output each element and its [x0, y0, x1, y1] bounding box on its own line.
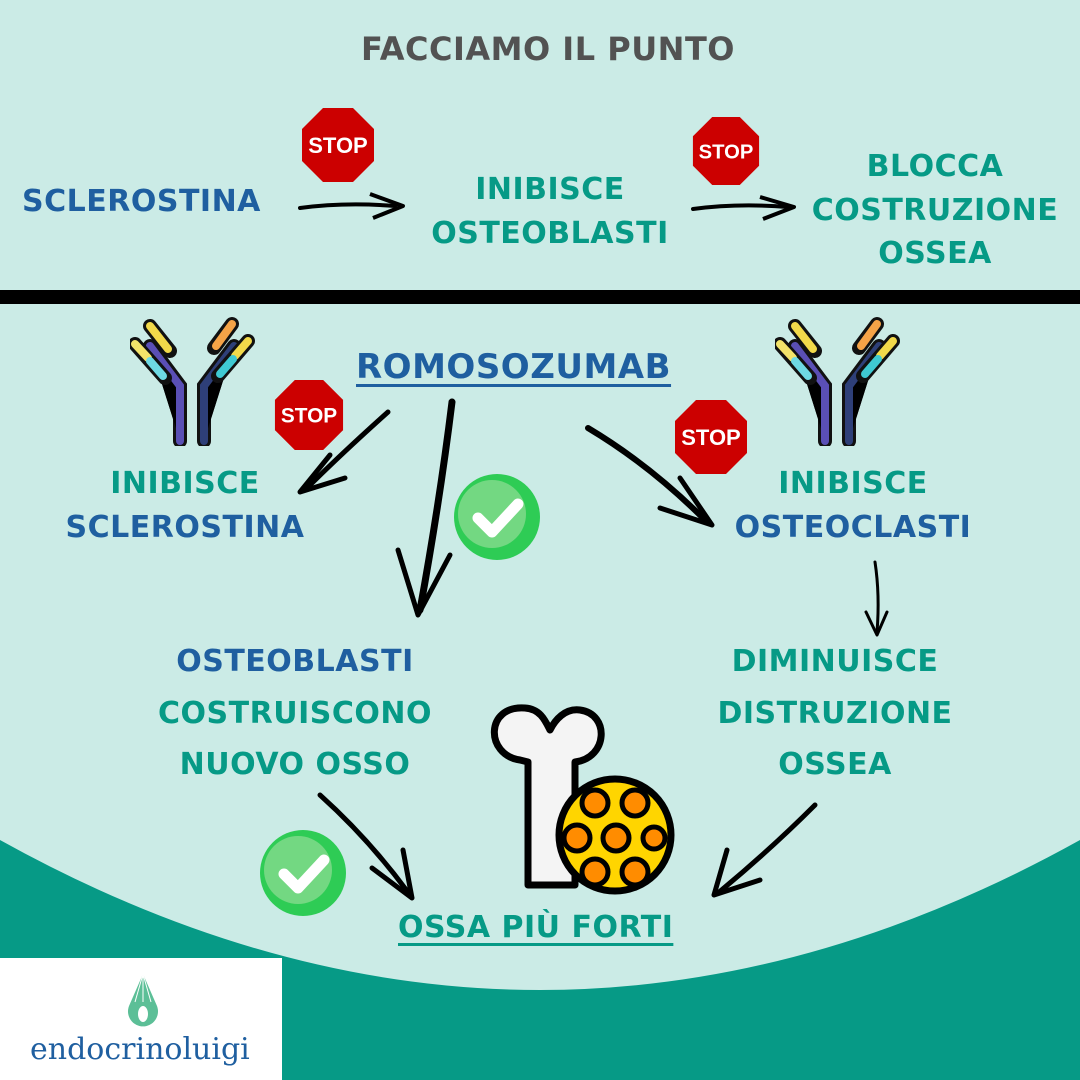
flow-step-blocca-costruzione: BLOCCA COSTRUZIONE OSSEA — [800, 145, 1070, 276]
branch-inibisce-sclerostina: INIBISCE SCLEROSTINA — [40, 462, 330, 549]
arrow-icon — [691, 195, 796, 221]
check-icon — [454, 474, 540, 560]
drug-name: ROMOSOZUMAB — [356, 347, 672, 387]
arrow-icon — [298, 192, 405, 220]
branch-inibisce-osteoclasti: INIBISCE OSTEOCLASTI — [708, 462, 998, 549]
svg-text:STOP: STOP — [681, 425, 741, 450]
drop-logo-icon — [128, 973, 158, 1027]
logo-text: endocrinoluigi — [30, 1032, 250, 1067]
bone-icon — [490, 704, 675, 895]
text-line: COSTRUISCONO — [158, 695, 432, 731]
stop-sign-icon: STOP — [302, 108, 374, 182]
stop-sign-icon: STOP — [274, 380, 344, 450]
antibody-icon — [775, 317, 900, 446]
text-line: INIBISCE — [778, 466, 928, 501]
divider-line — [0, 290, 1080, 304]
text-line: OSTEOBLASTI — [431, 215, 669, 251]
text-line: OSTEOBLASTI — [176, 644, 414, 679]
antibody-icon — [130, 317, 255, 446]
text-line: COSTRUZIONE — [811, 192, 1059, 228]
stop-sign-icon: STOP — [674, 400, 748, 474]
flow-step-inibisce-osteoblasti: INIBISCE OSTEOBLASTI — [420, 168, 680, 255]
result-osteoblasti: OSTEOBLASTI COSTRUISCONO NUOVO OSSO — [120, 636, 470, 791]
logo-box: endocrinoluigi — [0, 958, 282, 1080]
flow-step-sclerostina: SCLEROSTINA — [22, 184, 261, 219]
text-line: OSSEA — [878, 236, 992, 271]
outcome-ossa-piu-forti: OSSA PIÙ FORTI — [398, 910, 674, 945]
stop-sign-icon: STOP — [692, 117, 760, 185]
check-icon — [260, 830, 346, 916]
page-title: FACCIAMO IL PUNTO — [361, 30, 735, 68]
text-line: BLOCCA — [866, 149, 1004, 184]
svg-text:STOP: STOP — [308, 133, 368, 158]
text-line: OSSEA — [778, 747, 892, 783]
text-line: SCLEROSTINA — [65, 509, 305, 545]
result-diminuisce-distruzione: DIMINUISCE DISTRUZIONE OSSEA — [680, 636, 990, 791]
svg-text:STOP: STOP — [281, 405, 337, 428]
text-line: INIBISCE — [475, 172, 625, 207]
text-line: DIMINUISCE — [731, 644, 939, 679]
text-line: OSTEOCLASTI — [734, 509, 972, 545]
text-line: DISTRUZIONE — [717, 695, 953, 731]
text-line: INIBISCE — [110, 466, 260, 501]
svg-text:STOP: STOP — [699, 141, 754, 163]
text-line: NUOVO OSSO — [179, 747, 411, 783]
